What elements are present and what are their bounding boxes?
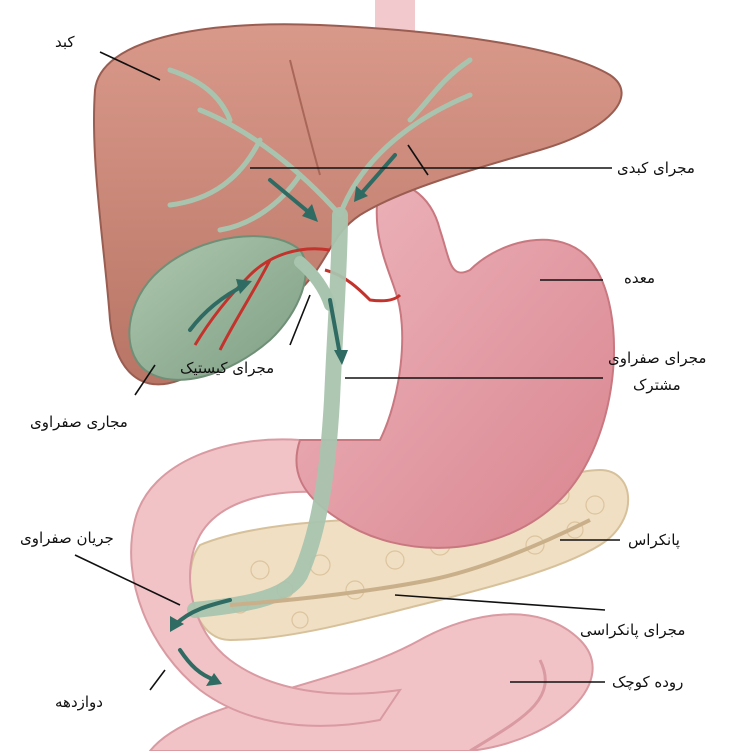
label-common-bile-duct-line1: مجرای صفراوی — [608, 348, 706, 368]
label-common-bile-duct-line2: مشترک — [633, 375, 681, 395]
label-pancreatic-duct: مجرای پانکراسی — [580, 620, 685, 640]
label-duodenum: دوازدهه — [55, 692, 103, 712]
label-pancreas: پانکراس — [628, 530, 680, 550]
label-hepatic-duct: مجرای کبدی — [617, 158, 695, 178]
label-small-intestine: روده کوچک — [612, 672, 683, 692]
label-stomach: معده — [624, 268, 655, 288]
label-biliary-ducts: مجاری صفراوی — [30, 412, 128, 432]
label-cystic-duct: مجرای کیستیک — [180, 358, 274, 378]
label-liver: کبد — [55, 32, 75, 52]
label-bile-flow: جریان صفراوی — [20, 528, 114, 548]
